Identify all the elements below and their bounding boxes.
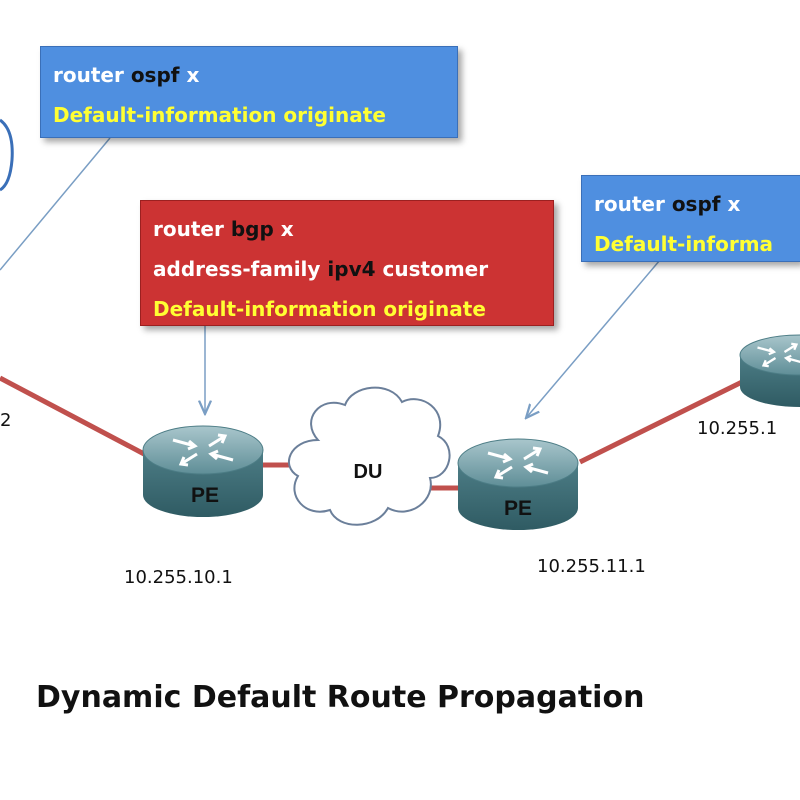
diagram-title: Dynamic Default Route Propagation	[36, 680, 645, 715]
cloud-label: DU	[354, 461, 383, 483]
pe-right-ip: 10.255.11.1	[537, 556, 646, 577]
router-pe-left-icon	[142, 425, 264, 517]
left-ospf-keyword: router	[53, 63, 124, 87]
bgp-af-type: ipv4	[327, 257, 376, 281]
right-ospf-line1: router ospf x	[594, 184, 788, 224]
arrow-ospf-to-pe-right	[526, 259, 661, 418]
right-ospf-process: x	[727, 192, 741, 216]
left-ospf-protocol: ospf	[130, 63, 180, 87]
callout-left-ospf: router ospf x Default-information origin…	[40, 46, 458, 138]
router-pe-right-icon	[457, 438, 579, 530]
left-ospf-command: Default-information originate	[53, 103, 386, 127]
left-ospf-process: x	[186, 63, 200, 87]
link-pe-right-to-ce-right	[578, 379, 744, 465]
callout-right-ospf: router ospf x Default-informa	[581, 175, 800, 262]
bgp-protocol: bgp	[230, 217, 274, 241]
ce-left-ip: 2	[0, 410, 12, 431]
cloud-icon	[287, 386, 451, 526]
bgp-af-keyword: address-family	[153, 257, 321, 281]
bgp-line2: address-family ipv4 customer	[153, 249, 541, 289]
right-ospf-command: Default-informa	[594, 232, 774, 256]
bgp-command: Default-information originate	[153, 297, 486, 321]
router-ce-right-icon	[739, 334, 800, 407]
pe-right-label: PE	[504, 497, 532, 520]
callout-bgp: router bgp x address-family ipv4 custome…	[140, 200, 554, 326]
link-ce-left-to-pe-left	[0, 375, 148, 458]
right-ospf-protocol: ospf	[671, 192, 721, 216]
pe-left-ip: 10.255.10.1	[124, 567, 233, 588]
pe-left-label: PE	[191, 484, 219, 507]
left-ospf-line1: router ospf x	[53, 55, 445, 95]
bgp-keyword: router	[153, 217, 224, 241]
right-ospf-keyword: router	[594, 192, 665, 216]
partial-router-icon	[0, 118, 14, 192]
connector-left-ospf	[0, 137, 111, 271]
bgp-process: x	[280, 217, 294, 241]
bgp-line1: router bgp x	[153, 209, 541, 249]
bgp-af-vrf: customer	[382, 257, 489, 281]
ce-right-ip: 10.255.1	[697, 418, 778, 439]
